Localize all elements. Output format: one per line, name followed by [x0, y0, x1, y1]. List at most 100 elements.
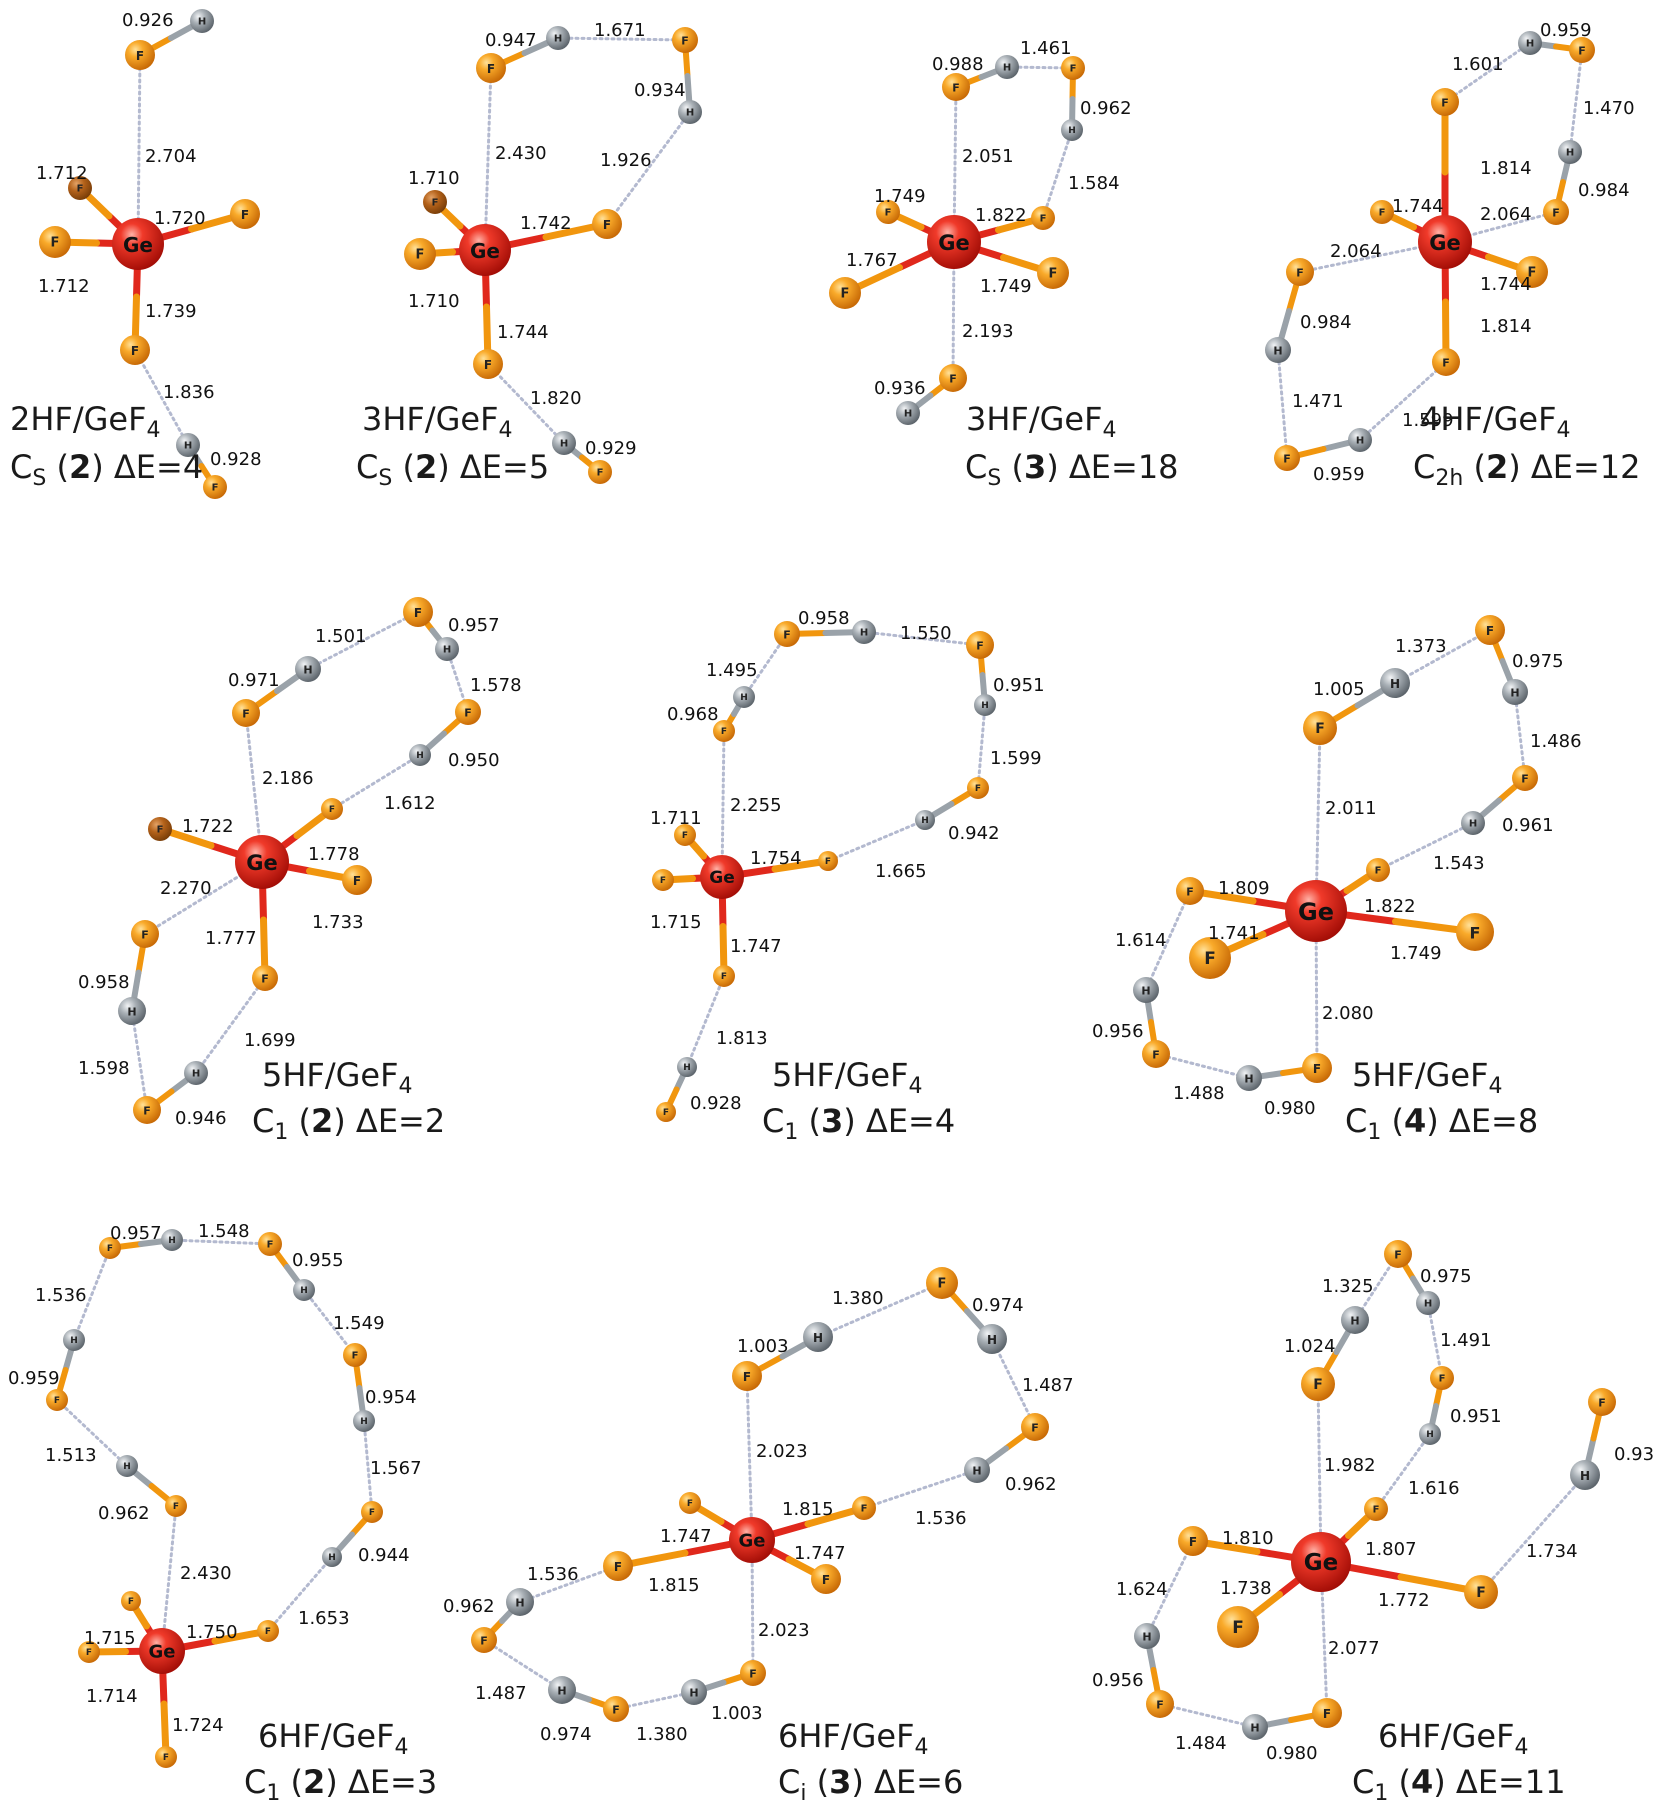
fluorine-atom: F — [423, 190, 447, 214]
fluorine-atom: F — [455, 699, 481, 725]
hydrogen-atom: H — [974, 694, 996, 716]
hydrogen-atom: H — [678, 100, 702, 124]
atom-symbol: F — [241, 208, 249, 222]
hydrogen-atom: H — [852, 620, 876, 644]
atom-symbol: F — [687, 1499, 693, 1509]
bond-length-label: 0.957 — [448, 615, 500, 636]
atom-symbol: F — [414, 606, 422, 620]
atom-symbol: F — [1379, 208, 1386, 219]
bond-length-label: 1.809 — [1218, 878, 1270, 899]
hydrogen-bond — [1479, 1473, 1587, 1594]
atom-symbol: F — [612, 1704, 620, 1717]
atom-symbol: F — [976, 640, 984, 653]
fluorine-atom: F — [68, 176, 92, 200]
atom-symbol: H — [1142, 1631, 1151, 1644]
fluorine-atom: F — [1512, 765, 1538, 791]
fluorine-atom: F — [1302, 1053, 1332, 1083]
p5-bonds — [129, 609, 471, 1113]
fluorine-atom: F — [876, 200, 900, 224]
bond-length-label: 0.928 — [690, 1093, 742, 1114]
fluorine-atom: F — [1037, 257, 1069, 289]
atom-symbol: F — [749, 1668, 757, 1681]
stoichiometry-caption: 6HF/GeF4 — [1378, 1717, 1529, 1760]
bond-length-label: 1.495 — [706, 660, 758, 681]
atom-symbol: H — [328, 1553, 336, 1563]
hydrogen-atom: H — [1236, 1065, 1262, 1091]
bond-length-label: 1.598 — [78, 1058, 130, 1079]
atom-symbol: F — [660, 876, 666, 886]
hydrogen-atom: H — [118, 997, 146, 1025]
hydrogen-atom: H — [1061, 119, 1083, 141]
symmetry-energy-caption: C2h (2) ΔE=12 — [1413, 448, 1641, 491]
germanium-atom: Ge — [235, 835, 289, 889]
symmetry-energy-caption: C1 (4) ΔE=8 — [1345, 1102, 1538, 1145]
hydrogen-atom: H — [176, 433, 200, 457]
hydrogen-bond — [1158, 1702, 1257, 1729]
atom-symbol: H — [689, 1687, 698, 1700]
bond-length-label: 1.814 — [1480, 316, 1532, 337]
fluorine-atom: F — [342, 865, 372, 895]
bond-length-label: 1.487 — [475, 1683, 527, 1704]
fluorine-atom: F — [829, 277, 861, 309]
atom-symbol: F — [1486, 624, 1494, 638]
atom-symbol: F — [107, 1244, 113, 1254]
bond-length-label: 1.671 — [594, 20, 646, 41]
hydrogen-atom: H — [977, 1324, 1007, 1354]
hydrogen-bond — [136, 53, 142, 246]
atom-symbol: F — [484, 358, 492, 372]
fluorine-atom: F — [131, 920, 159, 948]
bond-length-label: 1.461 — [1020, 38, 1072, 59]
fluorine-atom: F — [588, 460, 612, 484]
atom-symbol: H — [1526, 39, 1534, 50]
bond-length-label: 2.023 — [756, 1441, 808, 1462]
bond-length-label: 1.005 — [1313, 679, 1365, 700]
bond-length-label: 1.614 — [1115, 930, 1167, 951]
atom-symbol: Ge — [149, 1642, 176, 1663]
bond-length-label: 1.710 — [408, 168, 460, 189]
atom-symbol: F — [1283, 453, 1291, 466]
hydrogen-bond — [160, 1504, 178, 1653]
atom-symbol: H — [416, 751, 424, 761]
stoichiometry-caption: 6HF/GeF4 — [778, 1717, 929, 1760]
bond-length-label: 1.513 — [45, 1445, 97, 1466]
hydrogen-bond — [266, 1555, 334, 1633]
atom-symbol: H — [1426, 1430, 1434, 1440]
bond-length-label: 1.749 — [1390, 943, 1442, 964]
fluorine-atom: F — [1588, 1388, 1616, 1416]
fluorine-atom: F — [656, 1102, 676, 1122]
fluorine-atom: F — [1274, 445, 1300, 471]
bond-length-label: 1.612 — [384, 793, 436, 814]
atom-symbol: F — [1394, 1249, 1402, 1262]
atom-symbol: H — [1510, 687, 1519, 700]
bond-length-label: 1.814 — [1480, 158, 1532, 179]
bond-length-label: 2.080 — [1322, 1003, 1374, 1024]
bond-length-label: 0.988 — [932, 54, 984, 75]
hydrogen-bond — [170, 1238, 272, 1246]
bond-length-label: 0.956 — [1092, 1670, 1144, 1691]
bond-length-label: 0.936 — [874, 378, 926, 399]
fluorine-atom: F — [133, 1096, 161, 1124]
atom-symbol: F — [136, 49, 144, 63]
stoichiometry-caption: 3HF/GeF4 — [362, 400, 513, 443]
bond-length-label: 2.430 — [180, 1563, 232, 1584]
atom-symbol: F — [1528, 266, 1537, 281]
atom-symbol: F — [1152, 1049, 1160, 1062]
bond-length-label: 0.962 — [443, 1596, 495, 1617]
p8-bonds — [54, 1237, 375, 1761]
fluorine-atom: F — [252, 965, 278, 991]
fluorine-atom: F — [99, 1237, 121, 1259]
atom-symbol: H — [1580, 1469, 1590, 1483]
atom-symbol: F — [663, 1108, 669, 1118]
atom-symbol: H — [70, 1336, 78, 1346]
fluorine-atom: F — [257, 1620, 279, 1642]
bond-length-label: 1.720 — [154, 208, 206, 229]
atom-symbol: F — [86, 1648, 92, 1658]
bond-length-label: 2.186 — [262, 768, 314, 789]
bond-length-label: 0.934 — [634, 80, 686, 101]
bond-length-label: 1.484 — [1175, 1733, 1227, 1754]
atom-symbol: F — [432, 198, 439, 209]
hydrogen-atom: H — [295, 656, 321, 682]
